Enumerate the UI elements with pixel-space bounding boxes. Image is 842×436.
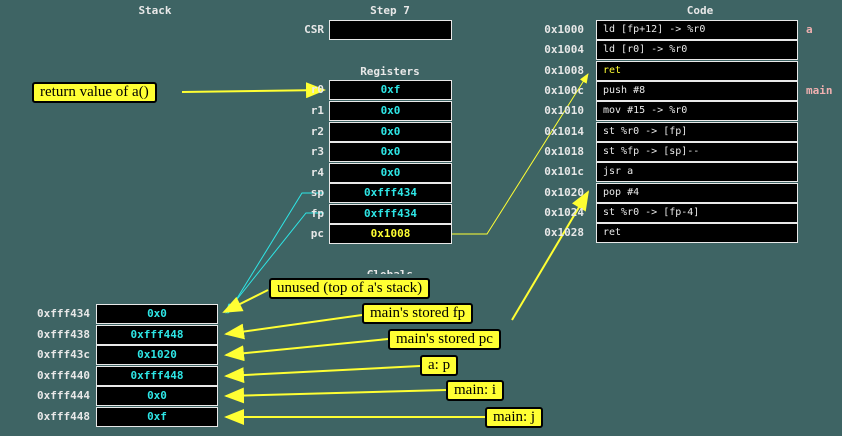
stack-cell: 0x0 [96, 386, 218, 406]
register-name: pc [310, 227, 324, 240]
register-value: 0x0 [329, 122, 452, 142]
main-i-arrow [224, 387, 447, 404]
code-address: 0x1010 [544, 104, 584, 117]
code-line: jsr a [596, 162, 798, 182]
register-name: r3 [310, 145, 324, 158]
register-name: r2 [310, 125, 324, 138]
stack-cell: 0xf [96, 407, 218, 427]
function-label-main: main [806, 84, 833, 97]
register-name: r1 [310, 104, 324, 117]
a-p-arrow [224, 365, 421, 384]
code-address: 0x1028 [544, 226, 584, 239]
register-value: 0xfff434 [329, 183, 452, 203]
callout-return-value: return value of a() [32, 82, 157, 103]
code-address: 0x1018 [544, 145, 584, 158]
code-line: pop #4 [596, 183, 798, 203]
stored-pc-code-arrow [511, 190, 590, 321]
code-address: 0x100c [544, 84, 584, 97]
fp-arrow [225, 212, 324, 314]
stack-address: 0xfff444 [37, 389, 90, 402]
code-address: 0x101c [544, 165, 584, 178]
sp-arrow [227, 192, 324, 314]
registers-header: Registers [360, 65, 420, 78]
code-address: 0x1000 [544, 23, 584, 36]
register-value: 0xfff434 [329, 204, 452, 224]
code-header: Code [686, 4, 714, 17]
unused-arrow [222, 289, 269, 313]
code-address: 0x1020 [544, 186, 584, 199]
stack-cell: 0x1020 [96, 345, 218, 365]
callout-unused: unused (top of a's stack) [269, 278, 431, 299]
stack-address: 0xfff434 [37, 307, 90, 320]
register-name: fp [310, 207, 324, 220]
return-value-arrow [181, 82, 326, 99]
function-label-a: a [806, 23, 813, 36]
callout-a-p: a: p [420, 355, 459, 376]
csr-label: CSR [304, 23, 324, 36]
register-value: 0x1008 [329, 224, 452, 244]
code-address: 0x1024 [544, 206, 584, 219]
stack-cell: 0x0 [96, 304, 218, 324]
code-line: ret [596, 223, 798, 243]
stack-header: Stack [138, 4, 172, 17]
stack-address: 0xfff43c [37, 348, 90, 361]
code-line-current: ret [596, 61, 798, 81]
code-address: 0x1004 [544, 43, 584, 56]
register-value: 0xf [329, 80, 452, 100]
stack-address: 0xfff448 [37, 410, 90, 423]
code-line: st %r0 -> [fp-4] [596, 203, 798, 223]
csr-field [329, 20, 452, 40]
globals-header: Globals [340, 266, 440, 274]
code-line: st %r0 -> [fp] [596, 122, 798, 142]
callout-main-i: main: i [446, 380, 505, 401]
stack-cell: 0xfff448 [96, 366, 218, 386]
register-value: 0x0 [329, 142, 452, 162]
code-line: st %fp -> [sp]-- [596, 142, 798, 162]
step-header: Step 7 [370, 4, 410, 17]
register-value: 0x0 [329, 101, 452, 121]
code-line: push #8 [596, 81, 798, 101]
callout-main-j: main: j [485, 407, 544, 428]
stack-address: 0xfff440 [37, 369, 90, 382]
stack-address: 0xfff438 [37, 328, 90, 341]
register-value: 0x0 [329, 163, 452, 183]
stack-cell: 0xfff448 [96, 325, 218, 345]
pc-arrow [452, 73, 589, 235]
stored-fp-arrow [224, 314, 363, 340]
stored-pc-arrow [224, 338, 389, 362]
code-line: mov #15 -> %r0 [596, 101, 798, 121]
code-line: ld [r0] -> %r0 [596, 40, 798, 60]
register-name: r0 [310, 83, 324, 96]
code-address: 0x1008 [544, 64, 584, 77]
callout-stored-pc: main's stored pc [388, 329, 501, 350]
code-address: 0x1014 [544, 125, 584, 138]
register-name: r4 [310, 166, 324, 179]
callout-stored-fp: main's stored fp [362, 303, 474, 324]
register-name: sp [310, 186, 324, 199]
code-line: ld [fp+12] -> %r0 [596, 20, 798, 40]
